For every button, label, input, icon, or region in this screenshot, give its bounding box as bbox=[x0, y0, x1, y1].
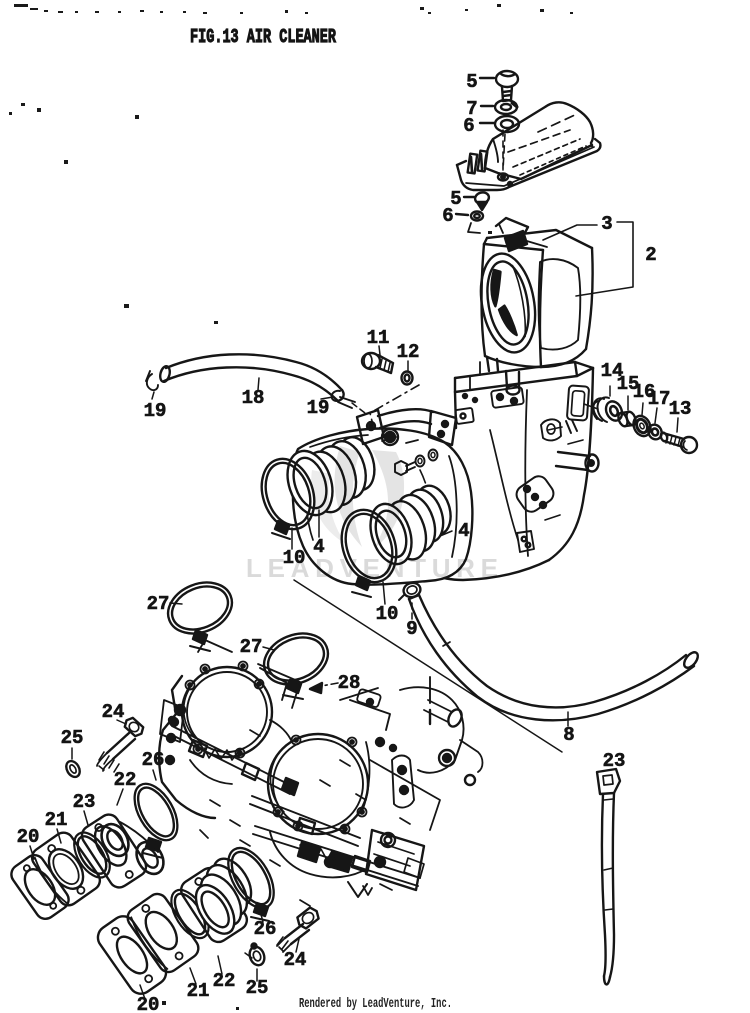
svg-text:20: 20 bbox=[137, 994, 160, 1013]
svg-text:26: 26 bbox=[142, 749, 165, 771]
svg-text:26: 26 bbox=[254, 918, 277, 940]
svg-text:23: 23 bbox=[603, 750, 626, 772]
svg-text:12: 12 bbox=[397, 341, 420, 363]
svg-text:21: 21 bbox=[45, 809, 68, 831]
svg-text:3: 3 bbox=[601, 213, 612, 235]
svg-text:5: 5 bbox=[466, 71, 477, 93]
svg-text:15: 15 bbox=[617, 373, 640, 395]
svg-text:6: 6 bbox=[463, 115, 474, 137]
svg-text:24: 24 bbox=[284, 949, 307, 971]
svg-text:17: 17 bbox=[648, 388, 671, 410]
svg-text:13: 13 bbox=[669, 398, 692, 420]
svg-text:28: 28 bbox=[338, 672, 361, 694]
svg-text:LEADVENTURE: LEADVENTURE bbox=[246, 553, 504, 583]
svg-text:20: 20 bbox=[17, 826, 40, 848]
svg-text:23: 23 bbox=[73, 791, 96, 813]
svg-text:25: 25 bbox=[61, 727, 84, 749]
svg-text:FIG.13 AIR CLEANER: FIG.13 AIR CLEANER bbox=[190, 27, 336, 49]
svg-text:10: 10 bbox=[283, 547, 306, 569]
svg-text:27: 27 bbox=[147, 593, 170, 615]
svg-text:9: 9 bbox=[406, 618, 417, 640]
svg-text:2: 2 bbox=[645, 244, 656, 266]
svg-text:16: 16 bbox=[633, 381, 656, 403]
svg-text:14: 14 bbox=[601, 360, 624, 382]
svg-text:6: 6 bbox=[442, 205, 453, 227]
svg-text:18: 18 bbox=[242, 387, 265, 409]
svg-text:22: 22 bbox=[114, 769, 137, 791]
svg-text:25: 25 bbox=[246, 977, 269, 999]
svg-text:24: 24 bbox=[102, 701, 125, 723]
svg-text:4: 4 bbox=[458, 520, 469, 542]
svg-text:8: 8 bbox=[563, 724, 574, 746]
svg-text:21: 21 bbox=[187, 980, 210, 1002]
svg-text:19: 19 bbox=[307, 397, 330, 419]
svg-text:4: 4 bbox=[313, 536, 324, 558]
svg-text:22: 22 bbox=[213, 970, 236, 992]
svg-text:Rendered by LeadVenture, Inc.: Rendered by LeadVenture, Inc. bbox=[299, 997, 452, 1012]
svg-text:5: 5 bbox=[450, 188, 461, 210]
svg-text:7: 7 bbox=[466, 98, 477, 120]
svg-text:27: 27 bbox=[240, 636, 263, 658]
svg-text:11: 11 bbox=[367, 327, 390, 349]
svg-text:19: 19 bbox=[144, 400, 167, 422]
svg-text:10: 10 bbox=[376, 603, 399, 625]
